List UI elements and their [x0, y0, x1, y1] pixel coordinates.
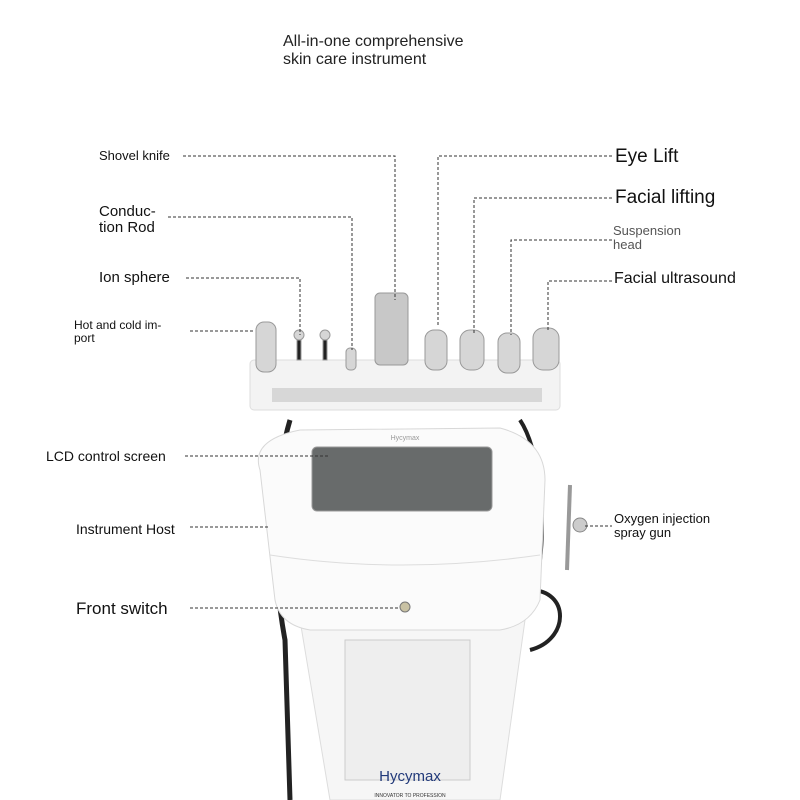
label-conduction-rod: Conduc- tion Rod	[99, 204, 156, 236]
label-instrument-host: Instrument Host	[76, 521, 175, 537]
label-hot-cold-import: Hot and cold im- port	[74, 319, 161, 344]
handpieces	[255, 292, 560, 402]
brand-bottom: Hycymax	[379, 768, 441, 785]
label-facial-ultrasound: Facial ultrasound	[614, 270, 736, 287]
label-eye-lift: Eye Lift	[615, 146, 679, 167]
label-shovel-knife: Shovel knife	[99, 148, 170, 163]
title-line-1: All-in-one comprehensive	[283, 33, 464, 50]
label-line: Hot and cold im-	[74, 318, 162, 332]
leader-shovel-knife	[183, 155, 396, 300]
oxygen-gun	[565, 484, 572, 571]
cable-oxygen	[529, 588, 562, 652]
label-ion-sphere: Ion sphere	[99, 269, 170, 286]
label-line: Suspension	[613, 223, 681, 238]
brand-top: Hycymax	[391, 435, 420, 442]
front-switch	[399, 601, 411, 613]
label-front-switch: Front switch	[76, 599, 168, 618]
leader-eye-lift	[437, 155, 612, 325]
leader-suspension-head	[510, 239, 612, 335]
label-line: port	[74, 330, 95, 345]
label-facial-lifting: Facial lifting	[615, 187, 716, 208]
label-line: Oxygen injection	[614, 511, 711, 526]
title-line-2: skin care instrument	[283, 51, 427, 68]
leader-ion-sphere	[186, 277, 301, 335]
label-suspension-head: Suspension head	[613, 224, 681, 251]
label-line: spray gun	[614, 524, 672, 540]
page-title: All-in-one comprehensive skin care instr…	[283, 33, 464, 69]
label-lcd: LCD control screen	[46, 448, 166, 464]
slogan: INNOVATOR TO PROFESSION	[374, 793, 446, 799]
label-line: Conduc-	[99, 203, 156, 220]
leader-conduction-rod	[168, 216, 353, 350]
stand-panel	[344, 639, 471, 781]
label-line: head	[613, 236, 642, 252]
label-line: tion Rod	[99, 218, 155, 236]
lcd-screen	[311, 446, 493, 512]
label-oxygen-gun: Oxygen injection spray gun	[614, 512, 710, 539]
leader-facial-lifting	[473, 197, 612, 335]
leader-facial-ultrasound	[547, 280, 612, 330]
